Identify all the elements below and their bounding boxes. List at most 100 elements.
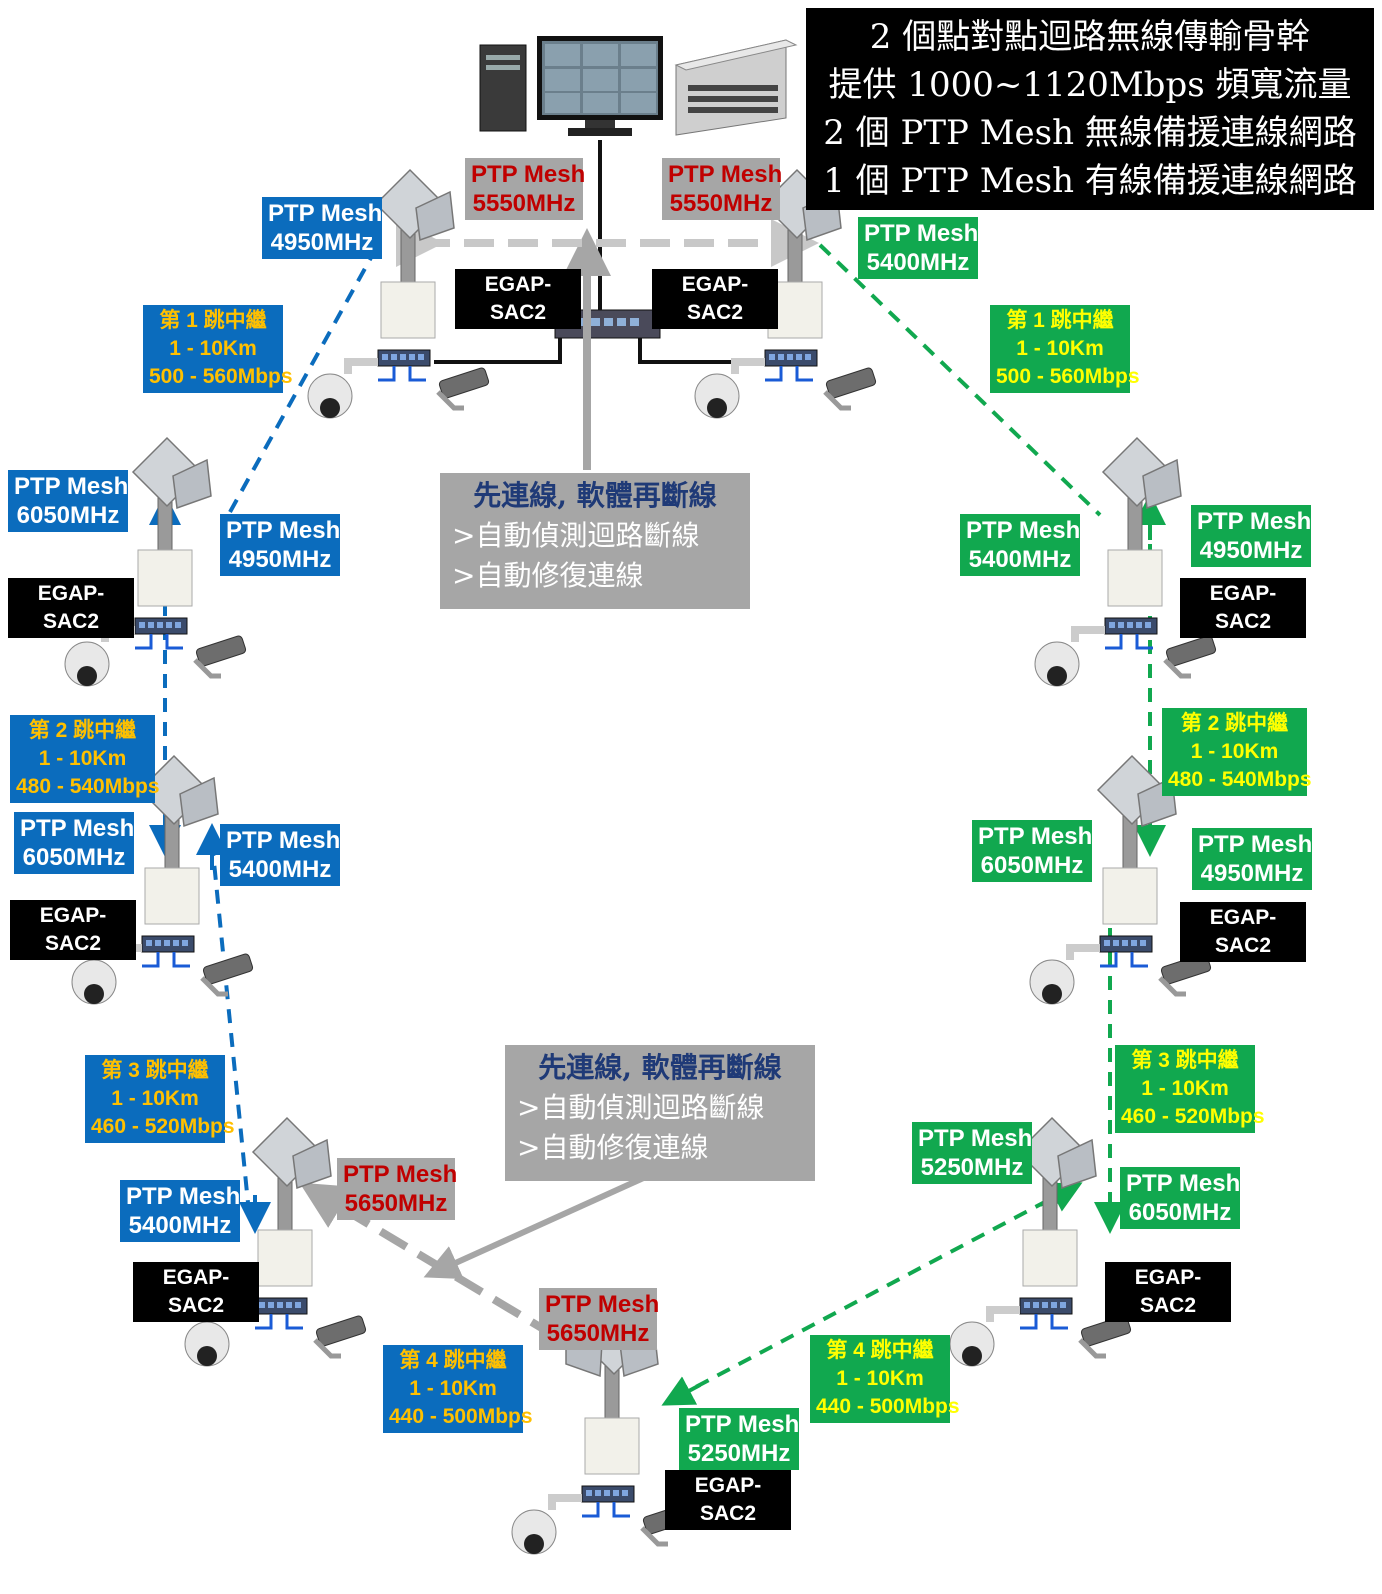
- mesh-label-line: PTP Mesh: [471, 161, 586, 188]
- node-group: [64, 168, 1217, 1555]
- switch-port: [409, 354, 415, 360]
- camera-mount: [986, 1306, 1020, 1322]
- hop-line: 500 - 560Mbps: [149, 365, 293, 388]
- bullet-camera: [1165, 635, 1217, 667]
- cable: [1105, 634, 1123, 650]
- mesh-label-right3-4950: PTP Mesh 4950MHz: [1192, 828, 1312, 890]
- cable: [172, 952, 190, 968]
- hop-box-right-1: 第 1 跳中繼 1 - 10Km 500 - 560Mbps: [990, 305, 1140, 393]
- switch-port: [1060, 1302, 1066, 1308]
- switch-port: [157, 622, 163, 628]
- camera-mount: [548, 1494, 582, 1510]
- note-line: >自動偵測迴路斷線: [517, 1091, 765, 1124]
- mesh-label-line: PTP Mesh: [226, 827, 341, 854]
- switch-port: [182, 940, 188, 946]
- cable: [285, 1314, 303, 1330]
- relay-node: [184, 1116, 367, 1367]
- hop-box-right-2: 第 2 跳中繼 1 - 10Km 480 - 540Mbps: [1162, 708, 1312, 796]
- mesh-label-line: 6050MHz: [980, 852, 1084, 879]
- radio-unit: [144, 867, 200, 925]
- switch-port: [1113, 940, 1119, 946]
- hop-line: 1 - 10Km: [1141, 1077, 1229, 1100]
- failover-note-top: 先連線, 軟體再斷線 >自動偵測迴路斷線 >自動修復連線: [440, 473, 750, 609]
- switch-port: [173, 940, 179, 946]
- mesh-label-line: 5250MHz: [687, 1440, 791, 1467]
- switch-port: [1024, 1302, 1030, 1308]
- mesh-label-line: PTP Mesh: [685, 1411, 800, 1438]
- hop-line: 480 - 540Mbps: [16, 775, 160, 798]
- device-label-top-right: EGAP-SAC2: [652, 269, 778, 329]
- hop-box-right-3: 第 3 跳中繼 1 - 10Km 460 - 520Mbps: [1115, 1045, 1265, 1133]
- mesh-label-right3-6050: PTP Mesh 6050MHz: [972, 820, 1092, 882]
- camera-arm: [640, 1526, 668, 1547]
- switch-port: [268, 1302, 274, 1308]
- mesh-label-line: 5250MHz: [920, 1154, 1024, 1181]
- hop-line: 460 - 520Mbps: [91, 1115, 235, 1138]
- cable: [582, 1502, 600, 1518]
- radio-unit: [584, 1417, 640, 1475]
- note-heading: 先連線, 軟體再斷線: [473, 479, 717, 512]
- relay-node: [64, 436, 247, 687]
- hop-line: 第 4 跳中繼: [399, 1349, 507, 1372]
- camera-arm: [823, 390, 851, 411]
- camera-mount: [1071, 626, 1105, 642]
- title-line: 1 個 PTP Mesh 有線備援連線網路: [823, 161, 1357, 201]
- switch-port: [382, 354, 388, 360]
- mesh-label-line: 4950MHz: [270, 229, 374, 256]
- hop-box-left-2: 第 2 跳中繼 1 - 10Km 480 - 540Mbps: [10, 715, 160, 803]
- mesh-label-line: 4950MHz: [1200, 860, 1304, 887]
- switch-port: [259, 1302, 265, 1308]
- mesh-label-left3-6050: PTP Mesh 6050MHz: [14, 812, 134, 874]
- switch-port: [1104, 940, 1110, 946]
- cable: [1050, 1314, 1068, 1330]
- hop-box-left-4: 第 4 跳中繼 1 - 10Km 440 - 500Mbps: [383, 1345, 533, 1433]
- title-line: 2 個 PTP Mesh 無線備援連線網路: [823, 113, 1357, 153]
- hop-line: 1 - 10Km: [1190, 740, 1279, 763]
- antenna-panel: [415, 190, 455, 242]
- note-heading: 先連線, 軟體再斷線: [538, 1051, 782, 1084]
- mesh-label-left2-4950: PTP Mesh 4950MHz: [220, 514, 340, 576]
- cable: [255, 1314, 273, 1330]
- device-label-right-3: EGAP-SAC2: [1105, 1262, 1231, 1322]
- mesh-label-line: PTP Mesh: [1198, 831, 1313, 858]
- hop-line: 第 1 跳中繼: [1006, 309, 1114, 332]
- switch-port: [1136, 622, 1142, 628]
- mesh-label-right4-6050: PTP Mesh 6050MHz: [1120, 1167, 1240, 1229]
- relay-node: [1034, 436, 1217, 687]
- mesh-label-line: PTP Mesh: [126, 1183, 241, 1210]
- mesh-label-line: PTP Mesh: [343, 1161, 458, 1188]
- mesh-label-line: PTP Mesh: [864, 220, 979, 247]
- camera-arm: [313, 1338, 341, 1359]
- mesh-label-line: PTP Mesh: [966, 517, 1081, 544]
- switch-port: [175, 622, 181, 628]
- switch-port: [1051, 1302, 1057, 1308]
- hop-line: 1 - 10Km: [1016, 337, 1104, 360]
- note-line: >自動偵測迴路斷線: [452, 519, 700, 552]
- mesh-label-line: PTP Mesh: [1126, 1170, 1241, 1197]
- mesh-label-line: PTP Mesh: [14, 473, 129, 500]
- bullet-camera: [1080, 1315, 1132, 1347]
- hop-line: 480 - 540Mbps: [1168, 768, 1312, 791]
- camera-arm: [1163, 658, 1191, 679]
- radio-unit: [380, 281, 436, 339]
- switch-port: [778, 354, 784, 360]
- mesh-label-right1-5400: PTP Mesh 5400MHz: [858, 217, 978, 279]
- antenna-panel: [1057, 1138, 1097, 1190]
- mesh-label-line: 4950MHz: [1199, 537, 1303, 564]
- switch-port: [139, 622, 145, 628]
- hop-box-right-4: 第 4 跳中繼 1 - 10Km 440 - 500Mbps: [810, 1335, 960, 1423]
- mesh-label-line: 5550MHz: [669, 190, 773, 217]
- device-label-right-1: EGAP-SAC2: [1180, 578, 1306, 638]
- hop-line: 1 - 10Km: [836, 1367, 924, 1390]
- mesh-label-line: 5550MHz: [472, 190, 576, 217]
- note-line: >自動修復連線: [517, 1131, 709, 1164]
- relay-node: [307, 168, 490, 419]
- switch-port: [148, 622, 154, 628]
- mesh-label-line: 6050MHz: [22, 844, 126, 871]
- switch-port: [164, 940, 170, 946]
- mesh-label-line: PTP Mesh: [20, 815, 135, 842]
- bullet-camera: [825, 367, 877, 399]
- backup-arrow-bottom: [423, 1172, 652, 1279]
- camera-arm: [1078, 1338, 1106, 1359]
- mesh-label-bottom-5650: PTP Mesh 5650MHz: [539, 1288, 659, 1350]
